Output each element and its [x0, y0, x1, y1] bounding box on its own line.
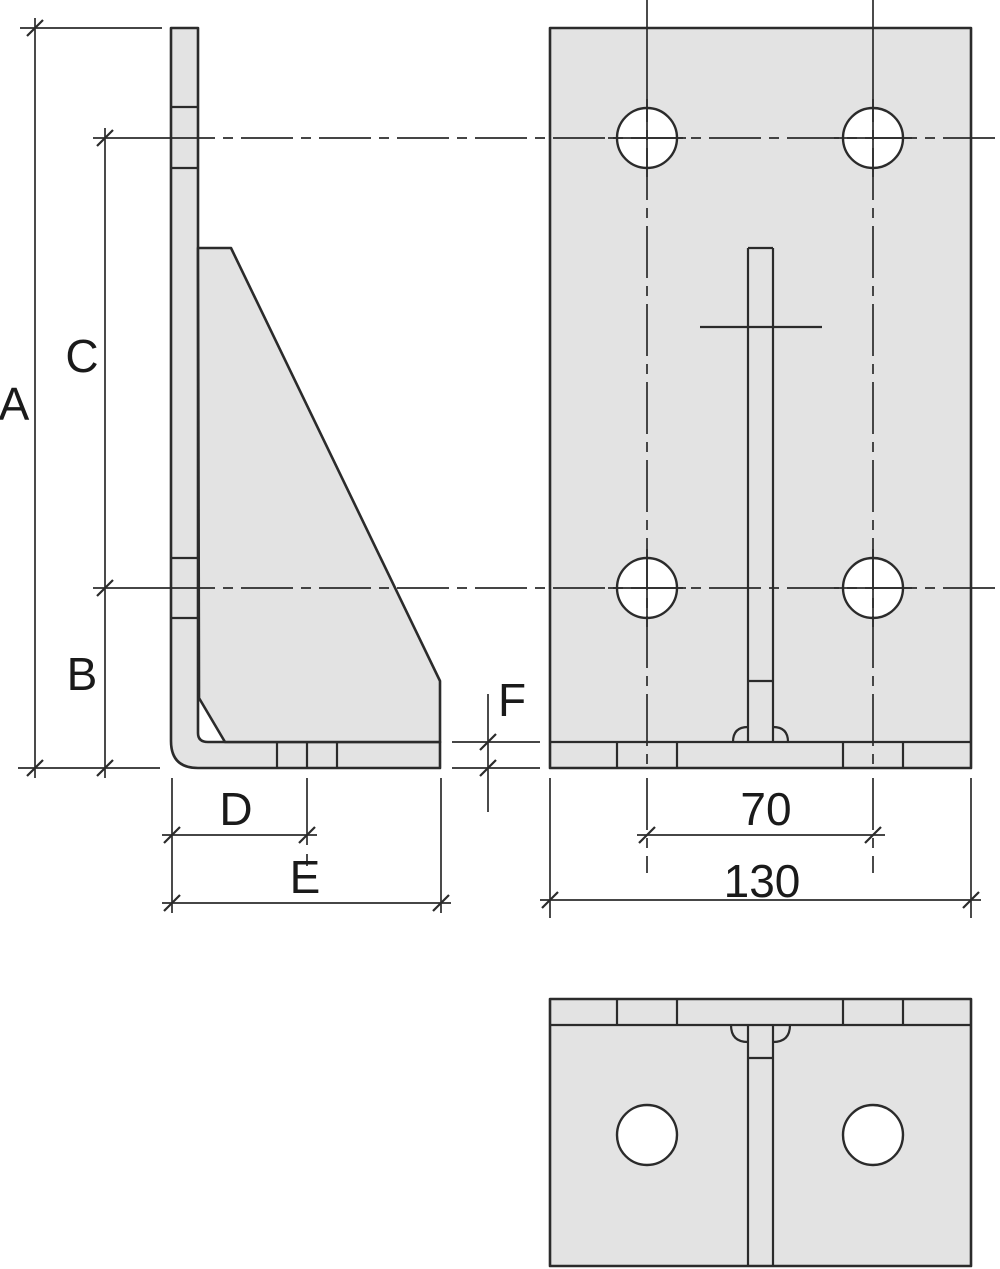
tick [26, 759, 44, 777]
dim-label-b: B [67, 648, 98, 700]
tick [432, 894, 450, 912]
side-gusset [196, 246, 442, 744]
tick [96, 129, 114, 147]
front-plate-face [548, 26, 973, 770]
dim-label-e: E [290, 851, 321, 903]
tick [541, 891, 559, 909]
front-gusset-rib [700, 246, 822, 743]
bottom-gusset-rib [729, 1024, 792, 1266]
tick [96, 759, 114, 777]
dimension-F: F [452, 674, 540, 812]
dim-label-c: C [65, 330, 98, 382]
dimension-70: 70 [637, 783, 885, 844]
tick [479, 733, 497, 751]
dimension-D: D [162, 778, 317, 913]
dimension-130: 130 [540, 778, 981, 918]
weld-fillet-arc [772, 725, 790, 743]
dimension-A: A [0, 18, 162, 778]
tick [638, 826, 656, 844]
dimension-E: E [162, 778, 451, 913]
tick [163, 894, 181, 912]
side-view [169, 26, 442, 770]
dim-label-d: D [219, 783, 252, 835]
dim-value-hole-spacing: 70 [740, 783, 791, 835]
tick [298, 826, 316, 844]
bottom-flange-face [548, 997, 973, 1268]
tick [479, 759, 497, 777]
weld-fillet-arc [729, 1024, 749, 1044]
flange-hole-right [841, 1103, 905, 1167]
tick [163, 826, 181, 844]
tick [962, 891, 980, 909]
weld-fillet-arc [731, 725, 749, 743]
centerlines [93, 0, 1000, 873]
flange-hole-left [615, 1103, 679, 1167]
bottom-view [548, 997, 973, 1268]
dim-value-overall-width: 130 [724, 855, 801, 907]
dim-label-a: A [0, 378, 30, 430]
weld-fillet-arc [772, 1024, 792, 1044]
front-view [548, 26, 973, 770]
tick [26, 19, 44, 37]
dim-label-f: F [498, 674, 526, 726]
tick [96, 579, 114, 597]
tick [864, 826, 882, 844]
dimension-C-B: C B [65, 128, 114, 778]
